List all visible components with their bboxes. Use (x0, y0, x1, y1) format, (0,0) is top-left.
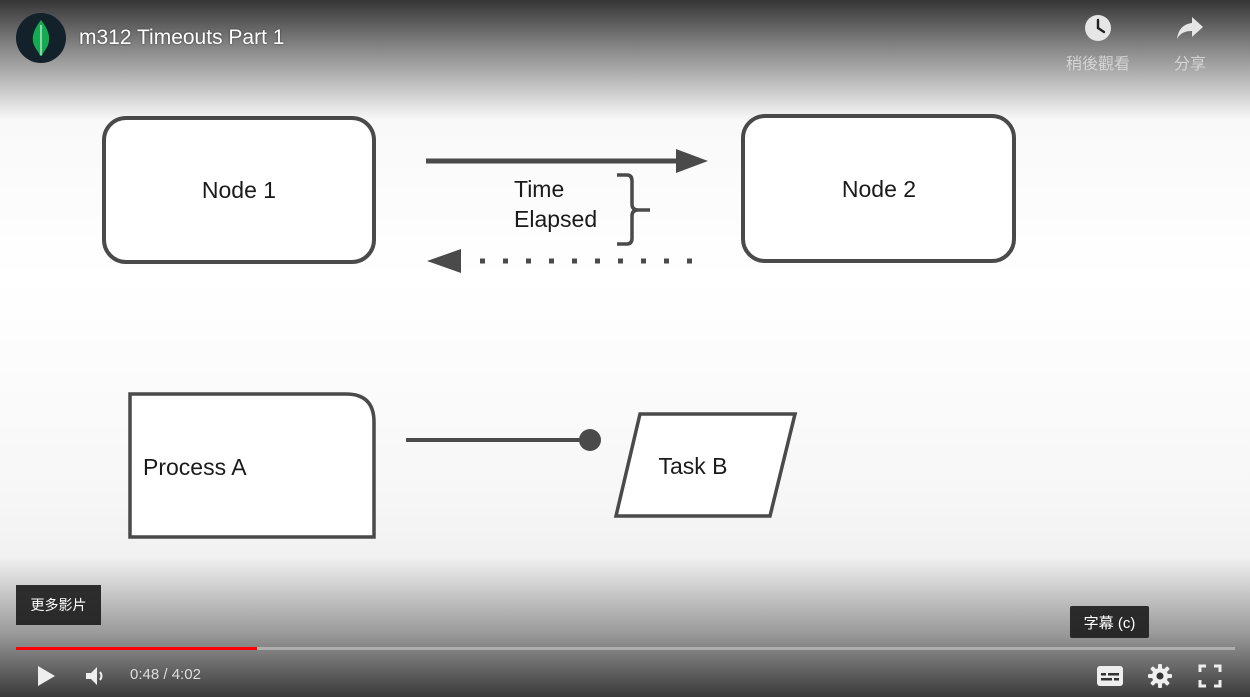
time-elapsed-label-line2: Elapsed (514, 206, 597, 232)
fullscreen-button[interactable] (1192, 656, 1228, 696)
current-time: 0:48 (130, 666, 160, 683)
task-b-box (613, 412, 798, 518)
progress-bar[interactable] (16, 647, 1235, 650)
watch-later-label: 稍後觀看 (1066, 56, 1131, 73)
gear-icon (1148, 664, 1172, 688)
volume-icon (86, 667, 103, 685)
duration: 4:02 (171, 666, 201, 683)
play-button[interactable] (28, 656, 64, 696)
more-videos-button[interactable]: 更多影片 (16, 585, 101, 625)
node-1-label: Node 1 (202, 177, 276, 203)
share-label: 分享 (1174, 56, 1207, 73)
share-button[interactable]: 分享 (1174, 14, 1206, 74)
bottom-gradient (0, 557, 1250, 697)
settings-button[interactable] (1142, 656, 1178, 696)
share-arrow-icon (1177, 17, 1203, 39)
connector-end-dot (579, 429, 601, 451)
time-elapsed-brace (617, 173, 650, 246)
progress-played (16, 647, 258, 650)
request-arrow-head (676, 149, 708, 173)
task-b-label: Task B (658, 453, 727, 479)
play-icon (38, 666, 55, 686)
process-a-box (128, 392, 376, 539)
subtitles-tooltip: 字幕 (c) (1070, 606, 1149, 638)
response-arrow-head (427, 249, 461, 273)
clock-icon (1085, 15, 1111, 41)
top-gradient (0, 0, 1250, 120)
subtitles-button[interactable] (1092, 656, 1128, 696)
channel-avatar[interactable] (16, 13, 66, 63)
time-elapsed-label-line1: Time (514, 176, 564, 202)
fullscreen-icon (1198, 664, 1222, 688)
time-display: 0:48 / 4:02 (130, 666, 201, 683)
subtitles-icon (1097, 666, 1123, 686)
time-separator: / (159, 666, 172, 683)
watch-later-button[interactable]: 稍後觀看 (1066, 14, 1130, 74)
process-a-label: Process A (143, 454, 247, 480)
node-2-label: Node 2 (842, 176, 916, 202)
mute-button[interactable] (78, 656, 112, 696)
video-title[interactable]: m312 Timeouts Part 1 (79, 26, 285, 49)
mongodb-leaf-icon (32, 20, 50, 56)
